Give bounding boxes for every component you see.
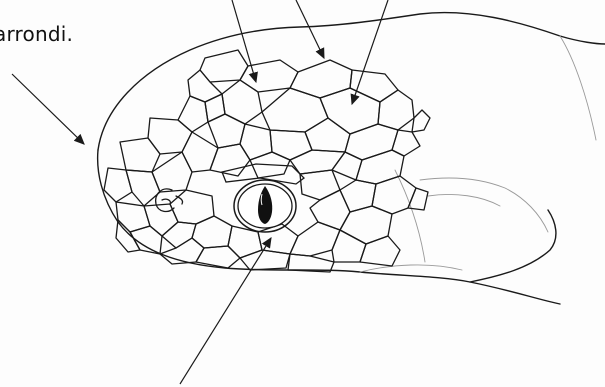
annotation-label: arrondi.	[0, 22, 73, 46]
